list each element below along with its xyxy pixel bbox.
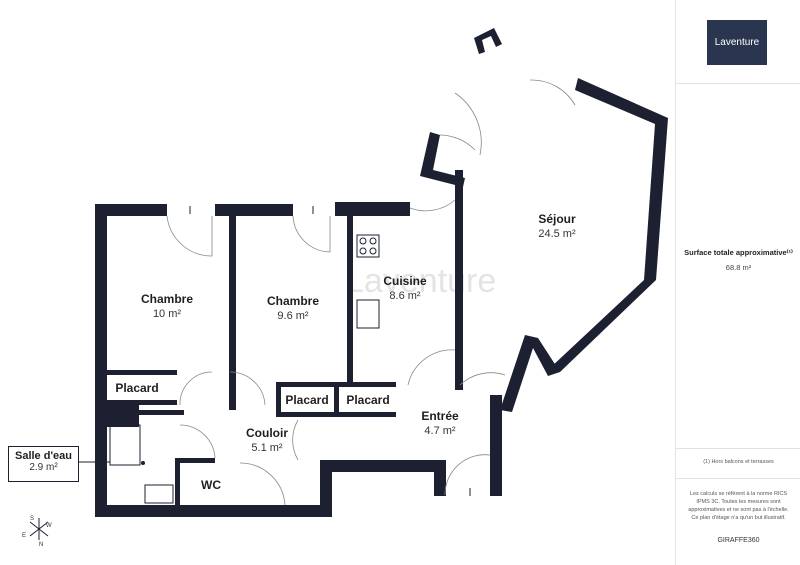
room-name-chambre-2: Chambre bbox=[267, 294, 319, 308]
room-labels: Séjour 24.5 m² Chambre 10 m² Chambre 9.6… bbox=[115, 212, 576, 492]
disclaimer: Les calculs se réfèrent à la norme RICS … bbox=[688, 491, 789, 521]
room-name-placard-2: Placard bbox=[285, 393, 328, 407]
compass-n: N bbox=[39, 542, 43, 548]
divider bbox=[676, 478, 800, 479]
room-name-cuisine: Cuisine bbox=[383, 274, 427, 288]
compass-e: E bbox=[22, 533, 26, 539]
watermark: Laventure bbox=[345, 262, 496, 300]
room-name-placard-3: Placard bbox=[346, 393, 389, 407]
room-name-placard-1: Placard bbox=[115, 381, 158, 395]
logo-text: Laventure bbox=[714, 37, 760, 48]
divider bbox=[676, 83, 800, 84]
compass-w: W bbox=[46, 523, 52, 529]
room-name-couloir: Couloir bbox=[246, 426, 288, 440]
room-area-entree: 4.7 m² bbox=[424, 425, 456, 437]
room-name-wc: WC bbox=[201, 478, 221, 492]
room-name-chambre-1: Chambre bbox=[141, 292, 193, 306]
salle-deau-label-box: Salle d'eau 2.9 m² bbox=[8, 446, 79, 482]
info-sidebar: Laventure Surface totale approximative⁽¹… bbox=[675, 0, 800, 565]
room-area-chambre-2: 9.6 m² bbox=[277, 310, 309, 322]
room-area-cuisine: 8.6 m² bbox=[389, 290, 421, 302]
divider bbox=[676, 448, 800, 449]
room-area-chambre-1: 10 m² bbox=[153, 308, 181, 320]
total-surface-label: Surface totale approximative⁽¹⁾ bbox=[684, 248, 793, 257]
room-area-sejour: 24.5 m² bbox=[538, 228, 576, 240]
room-area-salle-deau: 2.9 m² bbox=[29, 462, 58, 473]
room-name-sejour: Séjour bbox=[538, 212, 576, 226]
compass: S W E N bbox=[22, 516, 52, 548]
total-surface-value: 68.8 m² bbox=[725, 263, 752, 272]
room-name-entree: Entrée bbox=[421, 409, 459, 423]
agency-logo: Laventure bbox=[707, 20, 767, 65]
brand-name: GIRAFFE360 bbox=[717, 537, 760, 544]
fixtures bbox=[109, 234, 380, 504]
footnote: (1) Hors balcons et terrasses bbox=[703, 459, 774, 465]
room-area-couloir: 5.1 m² bbox=[251, 442, 283, 454]
compass-s: S bbox=[30, 516, 34, 522]
floor-plan: Laventure bbox=[22, 28, 668, 548]
doors bbox=[166, 79, 576, 506]
walls bbox=[95, 28, 668, 517]
room-name-salle-deau: Salle d'eau bbox=[14, 450, 73, 462]
